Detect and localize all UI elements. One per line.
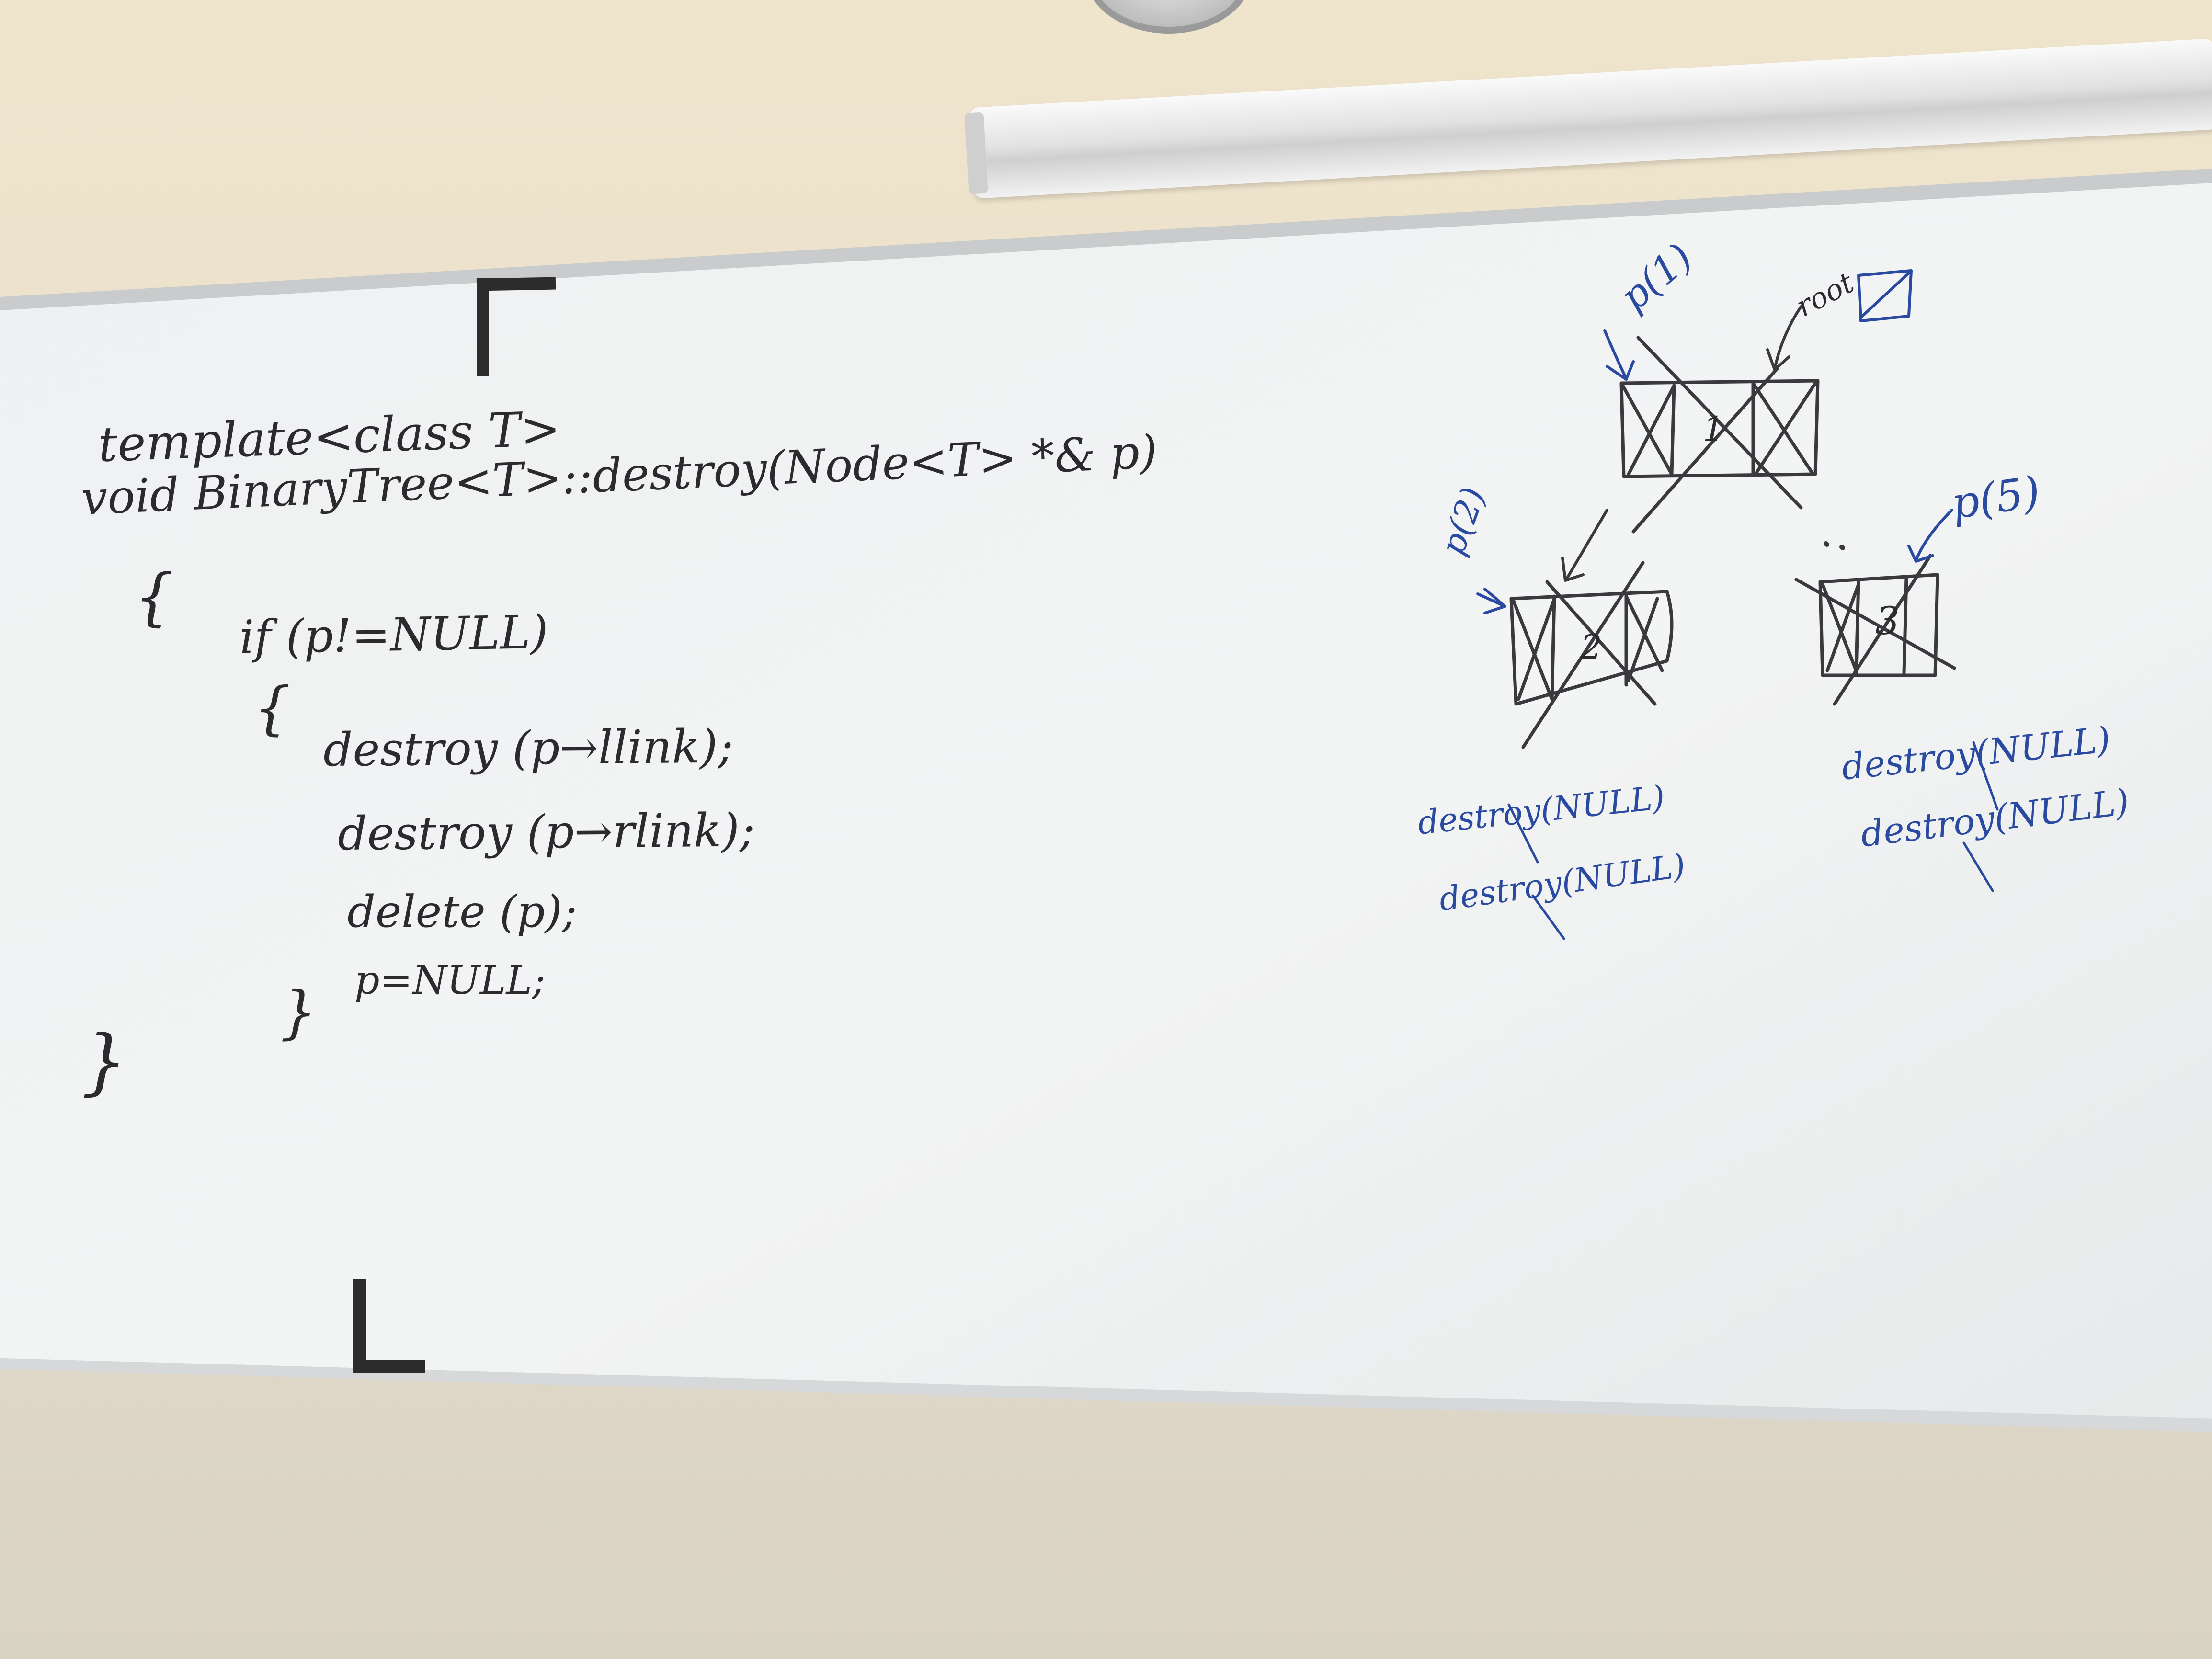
code-if-open-brace: { xyxy=(254,675,291,742)
left-node-value: 2 xyxy=(1581,627,1602,667)
board-clip-bottom-vertical xyxy=(353,1279,366,1372)
code-stmt-null: p=NULL; xyxy=(354,958,546,1003)
code-if-close-brace: } xyxy=(280,979,317,1046)
call-strikes xyxy=(1507,741,1999,940)
root-node-box xyxy=(1619,336,1820,534)
board-clip-bottom xyxy=(353,1360,425,1373)
arrow-p5 xyxy=(1907,509,1953,563)
arrow-root xyxy=(1766,305,1802,371)
left-child-node-box xyxy=(1509,561,1674,749)
arrow-root-to-left xyxy=(1561,509,1608,582)
code-open-brace: { xyxy=(134,560,174,633)
arrow-p2 xyxy=(1476,588,1506,614)
root-pointer-box xyxy=(1857,269,1913,322)
board-clip-top-vertical xyxy=(477,278,489,376)
code-stmt-delete: delete (p); xyxy=(347,886,577,937)
right-node-value: 3 xyxy=(1875,599,1900,643)
code-close-brace: } xyxy=(81,1020,127,1103)
arrow-p1 xyxy=(1603,329,1635,381)
root-node-value: 1 xyxy=(1703,409,1724,449)
right-child-node-box xyxy=(1794,554,1956,706)
dots xyxy=(1824,541,1845,550)
